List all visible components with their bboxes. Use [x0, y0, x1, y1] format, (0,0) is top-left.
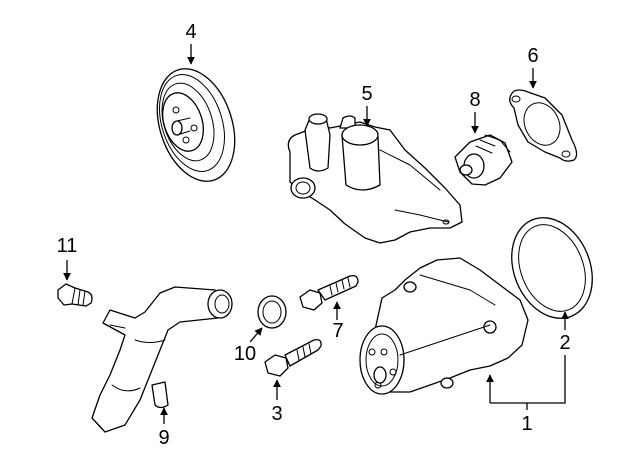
callout-9: 9	[158, 427, 169, 449]
o-ring[interactable]	[257, 295, 287, 329]
pulley[interactable]	[144, 59, 248, 192]
thermostat-gasket[interactable]	[509, 89, 578, 162]
plug[interactable]	[57, 283, 93, 307]
housing-bolt[interactable]	[299, 274, 359, 311]
water-pump-gasket[interactable]	[497, 206, 606, 331]
callout-5: 5	[361, 83, 372, 105]
callout-10: 10	[234, 343, 256, 365]
bracket-1-2	[490, 355, 566, 404]
bypass-pipe[interactable]	[91, 286, 233, 433]
thermostat[interactable]	[454, 134, 513, 186]
leader-10	[249, 327, 263, 343]
callout-11: 11	[57, 235, 78, 257]
thermostat-housing[interactable]	[287, 113, 463, 244]
callout-4: 4	[185, 21, 196, 43]
callout-6: 6	[527, 45, 538, 67]
callout-3: 3	[271, 403, 282, 425]
water-pump[interactable]	[359, 257, 529, 395]
callout-7: 7	[332, 320, 343, 342]
callout-8: 8	[469, 89, 480, 111]
callout-1: 1	[521, 413, 532, 435]
pump-bolt[interactable]	[264, 338, 322, 377]
callout-2: 2	[559, 332, 570, 354]
